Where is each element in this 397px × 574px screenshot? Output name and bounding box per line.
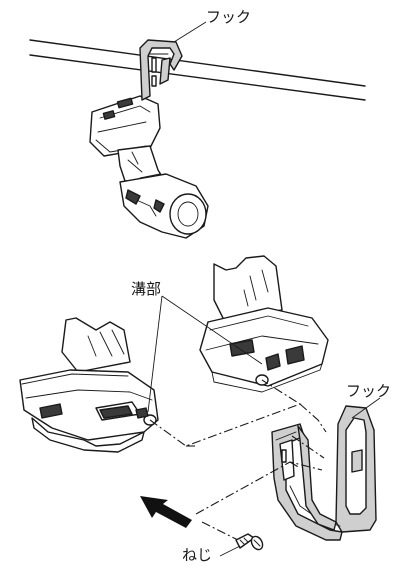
groove-leader-left [147, 295, 163, 413]
groove-leader-right [161, 295, 263, 365]
screw [235, 533, 264, 551]
hanging-pipe [29, 39, 366, 101]
install-direction-arrow [140, 496, 192, 528]
groove-label: 溝部 [131, 280, 162, 298]
screw-label: ねじ [182, 546, 213, 564]
hook-bottom-label: フック [346, 382, 392, 400]
hook-bottom-leader [351, 397, 381, 419]
hook-top-leader [173, 21, 207, 43]
hook-bracket [271, 405, 377, 541]
screw-leader [219, 545, 241, 557]
hook-on-pipe [139, 39, 183, 101]
tool-main [19, 317, 159, 453]
tool-body-hanging [89, 95, 209, 239]
hook-top-label: フック [206, 8, 252, 26]
assembly-guide-lines [149, 379, 327, 541]
tool-upright [199, 255, 329, 393]
